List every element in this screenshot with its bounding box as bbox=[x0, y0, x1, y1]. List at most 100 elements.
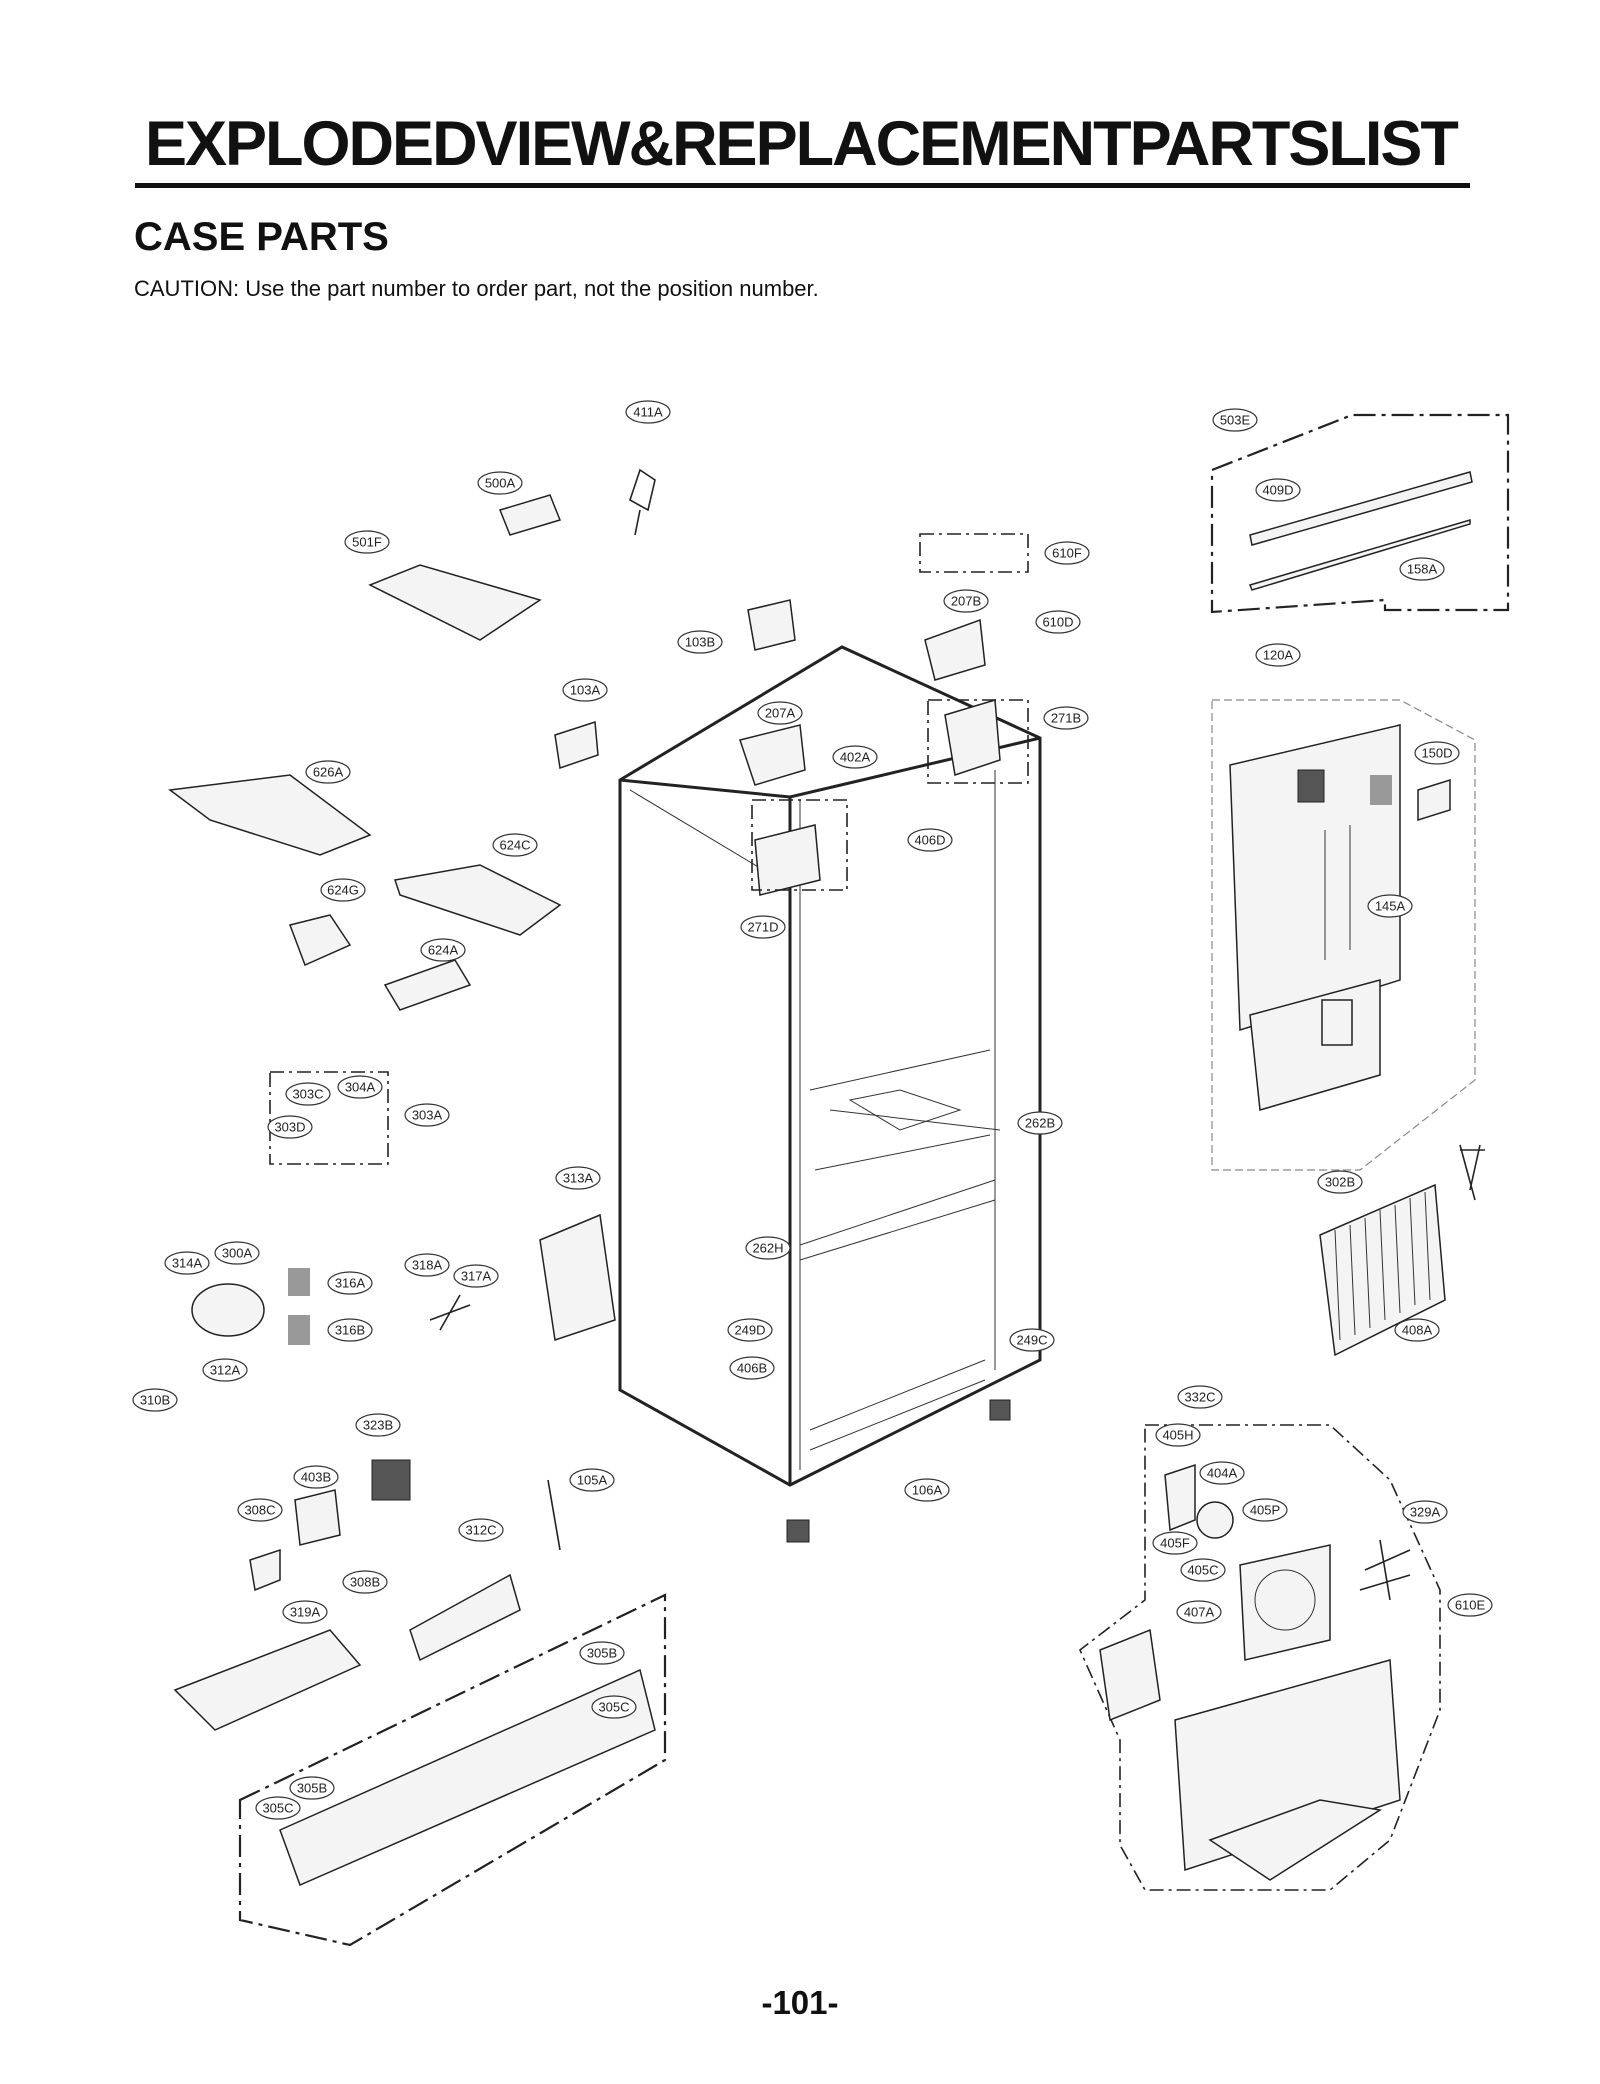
callout-207A: 207A bbox=[757, 701, 803, 725]
callout-317A: 317A bbox=[453, 1264, 499, 1288]
callout-303D: 303D bbox=[267, 1115, 313, 1139]
callout-313A: 313A bbox=[555, 1166, 601, 1190]
svg-text:308B: 308B bbox=[350, 1575, 380, 1590]
callout-406D: 406D bbox=[907, 828, 953, 852]
svg-text:262B: 262B bbox=[1025, 1116, 1055, 1131]
svg-text:158A: 158A bbox=[1407, 562, 1438, 577]
callout-626A: 626A bbox=[305, 760, 351, 784]
callout-262H: 262H bbox=[745, 1236, 791, 1260]
svg-text:105A: 105A bbox=[577, 1473, 608, 1488]
svg-text:323B: 323B bbox=[363, 1418, 393, 1433]
callout-405P: 405P bbox=[1242, 1498, 1288, 1522]
svg-text:624G: 624G bbox=[327, 883, 359, 898]
callout-271B: 271B bbox=[1043, 706, 1089, 730]
callout-158A: 158A bbox=[1399, 557, 1445, 581]
callout-302B: 302B bbox=[1317, 1170, 1363, 1194]
callout-120A: 120A bbox=[1255, 643, 1301, 667]
callout-249C: 249C bbox=[1009, 1328, 1055, 1352]
callout-305B-lower: 305B bbox=[289, 1776, 335, 1800]
callout-314A: 314A bbox=[164, 1251, 210, 1275]
callout-304A: 304A bbox=[337, 1075, 383, 1099]
svg-text:207A: 207A bbox=[765, 706, 796, 721]
svg-text:329A: 329A bbox=[1410, 1505, 1441, 1520]
svg-text:145A: 145A bbox=[1375, 899, 1406, 914]
callout-318A: 318A bbox=[404, 1253, 450, 1277]
svg-text:405H: 405H bbox=[1162, 1428, 1193, 1443]
svg-text:404A: 404A bbox=[1207, 1466, 1238, 1481]
callout-624A: 624A bbox=[420, 938, 466, 962]
callout-106A: 106A bbox=[904, 1478, 950, 1502]
svg-text:406D: 406D bbox=[914, 833, 945, 848]
callout-610F: 610F bbox=[1044, 541, 1090, 565]
callout-145A: 145A bbox=[1367, 894, 1413, 918]
callout-305C-lower: 305C bbox=[255, 1796, 301, 1820]
top-trim-group bbox=[1210, 413, 1510, 614]
svg-text:405F: 405F bbox=[1160, 1536, 1190, 1551]
caution-note: CAUTION: Use the part number to order pa… bbox=[134, 276, 819, 301]
svg-text:262H: 262H bbox=[752, 1241, 783, 1256]
svg-text:308C: 308C bbox=[244, 1503, 275, 1518]
svg-text:103B: 103B bbox=[685, 635, 715, 650]
svg-text:408A: 408A bbox=[1402, 1323, 1433, 1338]
callout-624C: 624C bbox=[492, 833, 538, 857]
dashed-boxes-left bbox=[269, 533, 1029, 1165]
callout-300A: 300A bbox=[214, 1241, 260, 1265]
callout-404A: 404A bbox=[1199, 1461, 1245, 1485]
svg-text:624A: 624A bbox=[428, 943, 459, 958]
callout-308B: 308B bbox=[342, 1570, 388, 1594]
callout-503E: 503E bbox=[1212, 408, 1258, 432]
compressor-drawing bbox=[191, 1213, 616, 1345]
svg-text:405C: 405C bbox=[1187, 1563, 1218, 1578]
svg-text:406B: 406B bbox=[737, 1361, 767, 1376]
lower-left-parts bbox=[173, 1399, 1011, 1947]
callout-207B: 207B bbox=[943, 589, 989, 613]
callout-319A: 319A bbox=[282, 1600, 328, 1624]
svg-text:312C: 312C bbox=[465, 1523, 496, 1538]
page-number: -101- bbox=[761, 1984, 839, 2021]
callout-249D: 249D bbox=[727, 1318, 773, 1342]
svg-text:300A: 300A bbox=[222, 1246, 253, 1261]
svg-text:271D: 271D bbox=[747, 920, 778, 935]
callout-406B: 406B bbox=[729, 1356, 775, 1380]
svg-text:318A: 318A bbox=[412, 1258, 443, 1273]
callout-405F: 405F bbox=[1152, 1531, 1198, 1555]
callout-316B: 316B bbox=[327, 1318, 373, 1342]
title-rule bbox=[135, 183, 1470, 188]
svg-text:207B: 207B bbox=[951, 594, 981, 609]
callout-labels: 411A 500A 501F 503E 409D 158A 610F 207B … bbox=[132, 400, 1493, 1820]
callout-323B: 323B bbox=[355, 1413, 401, 1437]
callout-262B: 262B bbox=[1017, 1111, 1063, 1135]
callout-332C: 332C bbox=[1177, 1385, 1223, 1409]
svg-text:313A: 313A bbox=[563, 1171, 594, 1186]
svg-text:150D: 150D bbox=[1421, 746, 1452, 761]
svg-text:303C: 303C bbox=[292, 1087, 323, 1102]
svg-text:305B: 305B bbox=[587, 1646, 617, 1661]
svg-text:316A: 316A bbox=[335, 1276, 366, 1291]
svg-text:319A: 319A bbox=[290, 1605, 321, 1620]
callout-103B: 103B bbox=[677, 630, 723, 654]
callout-305C-upper: 305C bbox=[591, 1695, 637, 1719]
svg-text:106A: 106A bbox=[912, 1483, 943, 1498]
svg-text:501F: 501F bbox=[352, 535, 382, 550]
callout-308C: 308C bbox=[237, 1498, 283, 1522]
callout-405C: 405C bbox=[1180, 1558, 1226, 1582]
svg-text:624C: 624C bbox=[499, 838, 530, 853]
callout-408A: 408A bbox=[1394, 1318, 1440, 1342]
svg-text:317A: 317A bbox=[461, 1269, 492, 1284]
svg-text:304A: 304A bbox=[345, 1080, 376, 1095]
svg-text:310B: 310B bbox=[140, 1393, 170, 1408]
callout-310B: 310B bbox=[132, 1388, 178, 1412]
svg-text:626A: 626A bbox=[313, 765, 344, 780]
svg-text:610E: 610E bbox=[1455, 1598, 1486, 1613]
page-title: EXPLODEDVIEW&REPLACEMENTPARTSLIST bbox=[145, 109, 1459, 179]
svg-text:303D: 303D bbox=[274, 1120, 305, 1135]
svg-text:303A: 303A bbox=[412, 1108, 443, 1123]
rear-panel-group bbox=[1211, 699, 1476, 1171]
callout-103A: 103A bbox=[562, 678, 608, 702]
callout-411A: 411A bbox=[625, 400, 671, 424]
svg-text:402A: 402A bbox=[840, 750, 871, 765]
evaporator-drawing bbox=[1319, 1144, 1485, 1357]
svg-text:407A: 407A bbox=[1184, 1605, 1215, 1620]
svg-text:503E: 503E bbox=[1220, 413, 1251, 428]
